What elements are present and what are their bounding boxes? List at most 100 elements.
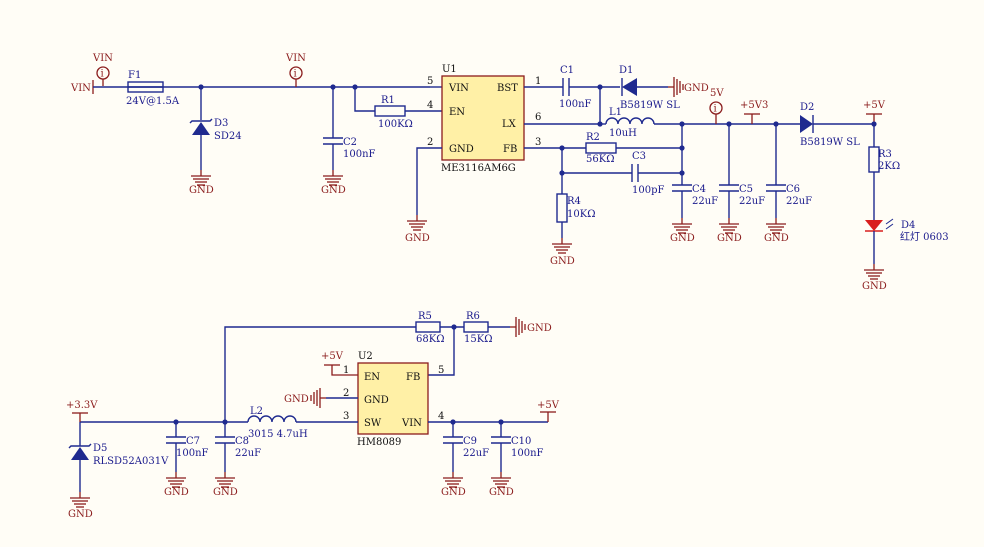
d2-value: B5819W SL (800, 137, 860, 148)
tvs-diode-d5: D5 RLSD52A031V (68, 443, 169, 492)
c10-ref: C10 (511, 436, 531, 447)
c7-value: 100nF (176, 448, 209, 459)
u2-pin-gnd: GND (364, 395, 389, 406)
gnd-label: GND (321, 185, 346, 196)
c3-ref: C3 (632, 151, 646, 162)
5v-net-label: 5V (710, 88, 724, 99)
c6-ref: C6 (786, 184, 800, 195)
u1-pin-vin: VIN (448, 83, 469, 94)
u1-pin-number: 5 (427, 76, 433, 87)
wire (416, 147, 442, 215)
vin-port-label: VIN (70, 83, 91, 94)
u1-pin-gnd: GND (449, 144, 474, 155)
gnd-label: GND (764, 233, 789, 244)
r6-ref: R6 (466, 311, 480, 322)
d3-value: SD24 (214, 131, 242, 142)
gnd-symbol: GND (68, 492, 93, 520)
u2-pin-number: 5 (438, 365, 444, 376)
p5v-label: +5V (321, 351, 344, 362)
u2-pin-number: 3 (343, 411, 349, 422)
c8-ref: C8 (235, 436, 249, 447)
gnd-symbol: GND (670, 218, 695, 244)
r5-ref: R5 (418, 311, 432, 322)
d4-value: 红灯 0603 (900, 230, 949, 243)
c1-value: 100nF (559, 99, 592, 110)
r1-value: 100KΩ (378, 119, 413, 130)
u2-pin-vin: VIN (401, 418, 422, 429)
inductor-l2: L2 3015 4.7uH (247, 406, 308, 440)
5v-test-port: i 5V (709, 88, 724, 124)
resistor-r5: R5 68KΩ (415, 311, 445, 345)
p3v3-power-port: +3.3V (66, 400, 98, 422)
u2-part-number: HM8089 (357, 437, 401, 448)
p5v-power-port-vin: +5V (537, 400, 560, 422)
p5v3-power-port: +5V3 (740, 100, 768, 124)
d3-ref: D3 (214, 118, 228, 129)
c7-ref: C7 (186, 436, 200, 447)
p5v-label: +5V (537, 400, 560, 411)
c3-value: 100pF (632, 185, 664, 196)
u2-pin-en: EN (364, 372, 380, 383)
c9-ref: C9 (463, 436, 477, 447)
gnd-label: GND (284, 394, 309, 405)
led-d4: D4 红灯 0603 (865, 218, 949, 264)
gnd-label: GND (441, 487, 466, 498)
r3-ref: R3 (878, 149, 892, 160)
ic-u1: U1 VIN EN GND BST LX FB 5 4 2 1 6 3 ME31… (427, 64, 541, 174)
vin-mid-port: i VIN (285, 53, 306, 87)
capacitor-c4: C4 22uF (672, 184, 718, 218)
gnd-symbol: GND (321, 170, 346, 196)
gnd-label: GND (489, 487, 514, 498)
gnd-symbol: GND (189, 170, 214, 196)
gnd-symbol: GND (405, 215, 430, 244)
gnd-symbol: GND (164, 472, 189, 498)
p5v-power-port: +5V (863, 100, 886, 124)
resistor-r4: R4 10KΩ (556, 193, 596, 223)
p5v3-label: +5V3 (740, 100, 768, 111)
vin-input-port: i VIN VIN (70, 53, 113, 94)
p5v-power-port-en: +5V (321, 351, 358, 376)
gnd-label: GND (550, 256, 575, 267)
capacitor-c2: C2 100nF (323, 137, 376, 170)
wire (224, 326, 416, 422)
r6-value: 15KΩ (464, 334, 493, 345)
wire (428, 327, 455, 376)
l2-ref: L2 (250, 406, 263, 417)
resistor-r1: R1 100KΩ (374, 95, 413, 130)
vin-port-label-top: VIN (92, 53, 113, 64)
port-marker: i (294, 69, 297, 80)
c2-ref: C2 (343, 137, 357, 148)
gnd-symbol: GND (862, 264, 887, 292)
u2-pin-number: 1 (343, 365, 349, 376)
capacitor-c6: C6 22uF (766, 184, 812, 218)
fuse-f1: F1 24V@1.5A (126, 70, 180, 107)
gnd-label: GND (164, 487, 189, 498)
u1-ref: U1 (442, 64, 457, 75)
gnd-symbol: GND (489, 472, 514, 498)
u1-part-number: ME3116AM6G (441, 163, 516, 174)
c10-value: 100nF (511, 448, 544, 459)
gnd-symbol: GND (441, 472, 466, 498)
gnd-label: GND (68, 509, 93, 520)
capacitor-c10: C10 100nF (491, 436, 544, 472)
l2-value: 3015 4.7uH (248, 429, 308, 440)
d1-ref: D1 (619, 65, 633, 76)
p5v-label: +5V (863, 100, 886, 111)
c5-value: 22uF (739, 196, 765, 207)
gnd-symbol: GND (284, 388, 326, 408)
p3v3-label: +3.3V (66, 400, 98, 411)
r2-value: 56KΩ (586, 154, 615, 165)
port-marker: i (101, 69, 104, 80)
u1-pin-number: 1 (535, 76, 541, 87)
f1-ref: F1 (128, 70, 141, 81)
gnd-symbol: GND (717, 218, 742, 244)
vin-mid-label: VIN (285, 53, 306, 64)
u1-pin-fb: FB (503, 144, 517, 155)
d5-value: RLSD52A031V (93, 456, 169, 467)
port-marker: i (714, 104, 717, 115)
c4-value: 22uF (692, 196, 718, 207)
gnd-label: GND (213, 487, 238, 498)
u1-pin-number: 4 (427, 100, 433, 111)
u1-pin-number: 3 (535, 137, 541, 148)
